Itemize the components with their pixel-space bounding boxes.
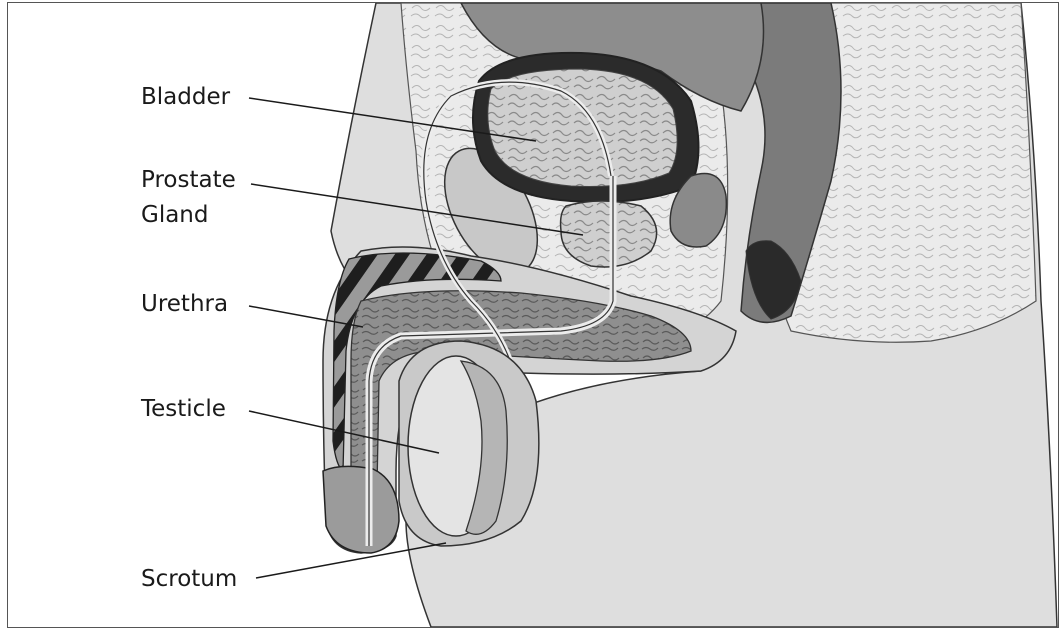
label-urethra: Urethra <box>141 288 228 320</box>
label-prostate-line1: Prostate <box>141 164 236 196</box>
label-testicle: Testicle <box>141 393 226 425</box>
glans <box>323 466 399 553</box>
diagram-frame: Bladder Prostate Gland Urethra Testicle … <box>7 2 1059 628</box>
label-scrotum: Scrotum <box>141 563 237 595</box>
label-prostate-line2: Gland <box>141 199 208 231</box>
label-bladder: Bladder <box>141 81 230 113</box>
bladder-interior <box>488 69 677 186</box>
